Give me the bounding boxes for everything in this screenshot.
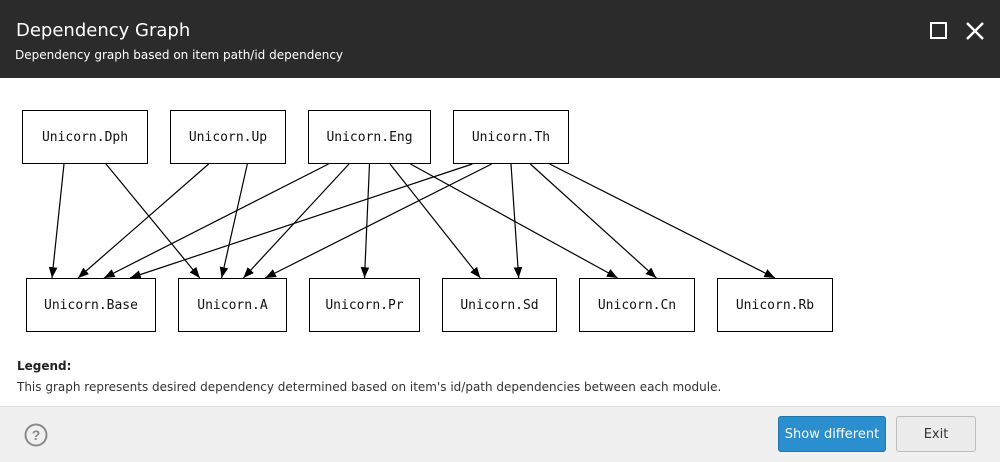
legend-text: This graph represents desired dependency… xyxy=(17,380,722,394)
edge-th-to-a xyxy=(264,163,492,279)
legend-title: Legend: xyxy=(17,359,72,373)
node-unicorn-base: Unicorn.Base xyxy=(26,278,156,332)
dependency-graph: Unicorn.Dph Unicorn.Up Unicorn.Eng Unico… xyxy=(0,78,1000,348)
edge-eng-to-a xyxy=(242,163,350,279)
node-unicorn-a: Unicorn.A xyxy=(178,278,287,332)
edge-eng-to-sd xyxy=(389,163,481,279)
dialog-title: Dependency Graph xyxy=(16,20,191,41)
edge-th-to-rb xyxy=(549,163,776,279)
node-unicorn-pr: Unicorn.Pr xyxy=(309,278,420,332)
exit-button[interactable]: Exit xyxy=(896,416,976,452)
show-different-button[interactable]: Show different xyxy=(778,416,886,452)
edge-dph-to-a xyxy=(105,163,201,279)
node-unicorn-dph: Unicorn.Dph xyxy=(22,110,148,164)
dialog-header: Dependency Graph Dependency graph based … xyxy=(0,0,1000,78)
edge-th-to-cn xyxy=(529,163,657,279)
edge-eng-to-cn xyxy=(410,163,618,279)
edge-up-to-a xyxy=(219,163,248,279)
node-unicorn-eng: Unicorn.Eng xyxy=(308,110,431,164)
help-icon[interactable]: ? xyxy=(24,423,48,447)
close-icon[interactable] xyxy=(964,20,986,42)
dialog-footer: ? Show different Exit xyxy=(0,406,1000,462)
node-unicorn-cn: Unicorn.Cn xyxy=(579,278,695,332)
node-unicorn-up: Unicorn.Up xyxy=(170,110,286,164)
node-unicorn-th: Unicorn.Th xyxy=(453,110,569,164)
node-unicorn-sd: Unicorn.Sd xyxy=(442,278,557,332)
node-unicorn-rb: Unicorn.Rb xyxy=(717,278,833,332)
edge-th-to-base xyxy=(129,163,473,279)
svg-text:?: ? xyxy=(32,427,41,443)
graph-edges xyxy=(48,163,776,279)
edge-eng-to-base xyxy=(103,163,329,279)
edge-up-to-base xyxy=(77,163,210,279)
edge-th-to-sd xyxy=(510,163,523,279)
maximize-icon[interactable] xyxy=(928,20,950,42)
edge-dph-to-base xyxy=(48,163,65,279)
edge-eng-to-pr xyxy=(360,163,371,279)
dialog-subtitle: Dependency graph based on item path/id d… xyxy=(15,48,344,62)
